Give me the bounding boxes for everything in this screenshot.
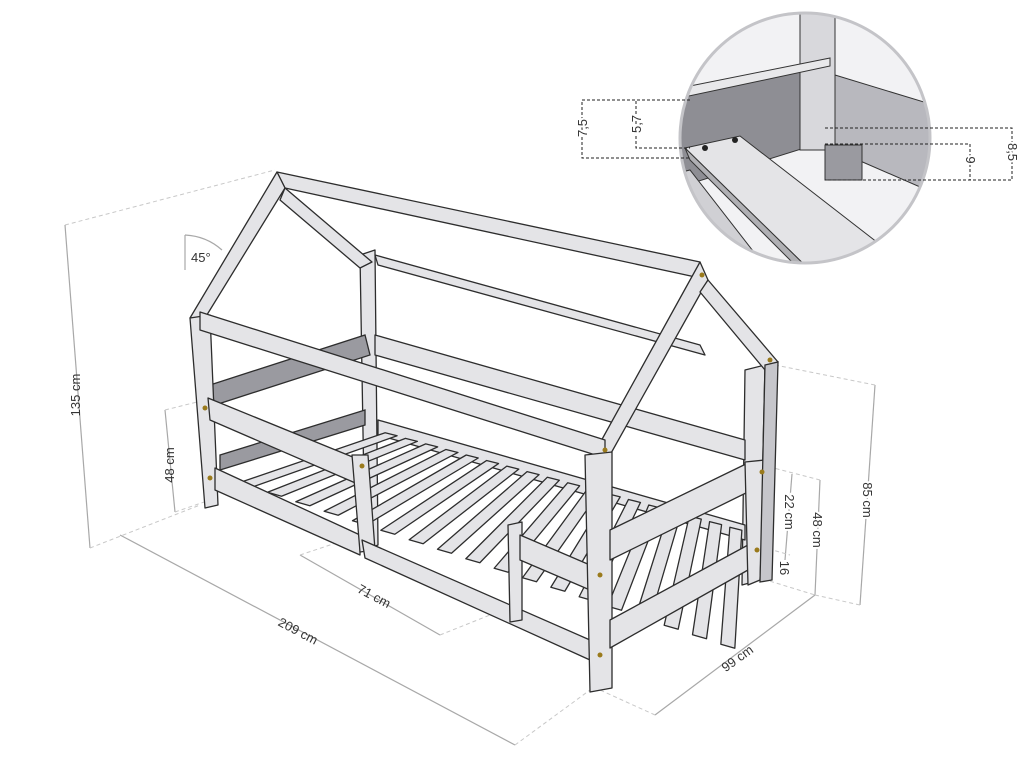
label-rail-top-gap: 22 cm (782, 494, 797, 529)
label-rail-height-left: 48 cm (162, 447, 177, 482)
slat (465, 476, 561, 564)
front-right-post (584, 451, 613, 693)
label-length: 209 cm (276, 614, 321, 647)
label-rail-height-right: 48 cm (810, 512, 825, 547)
slat (720, 526, 743, 649)
label-roof-angle: 45° (191, 250, 211, 265)
label-opening-width: 71 cm (355, 581, 393, 611)
bed-frame (189, 171, 779, 693)
label-rail-bottom: 16 (777, 561, 792, 575)
label-width: 99 cm (719, 642, 756, 675)
opening-post-right (507, 521, 523, 623)
label-inset-support-height: 9 (963, 156, 978, 163)
front-left-bottom-rail (214, 467, 361, 556)
right-gable-back (699, 279, 779, 371)
slat (408, 465, 520, 545)
label-inset-frame-height: 8,5 (1005, 143, 1020, 161)
left-gable-back (279, 187, 373, 269)
label-inset-rail-height: 7,5 (575, 119, 590, 137)
slat (436, 471, 540, 554)
slat (380, 459, 500, 535)
label-side-height: 85 cm (860, 482, 875, 517)
label-total-height: 135 cm (68, 374, 83, 417)
detail-inset (581, 11, 1013, 265)
left-gable-front (189, 171, 286, 319)
roof-ridge (276, 171, 701, 279)
label-inset-slat-offset: 5,7 (629, 115, 644, 133)
